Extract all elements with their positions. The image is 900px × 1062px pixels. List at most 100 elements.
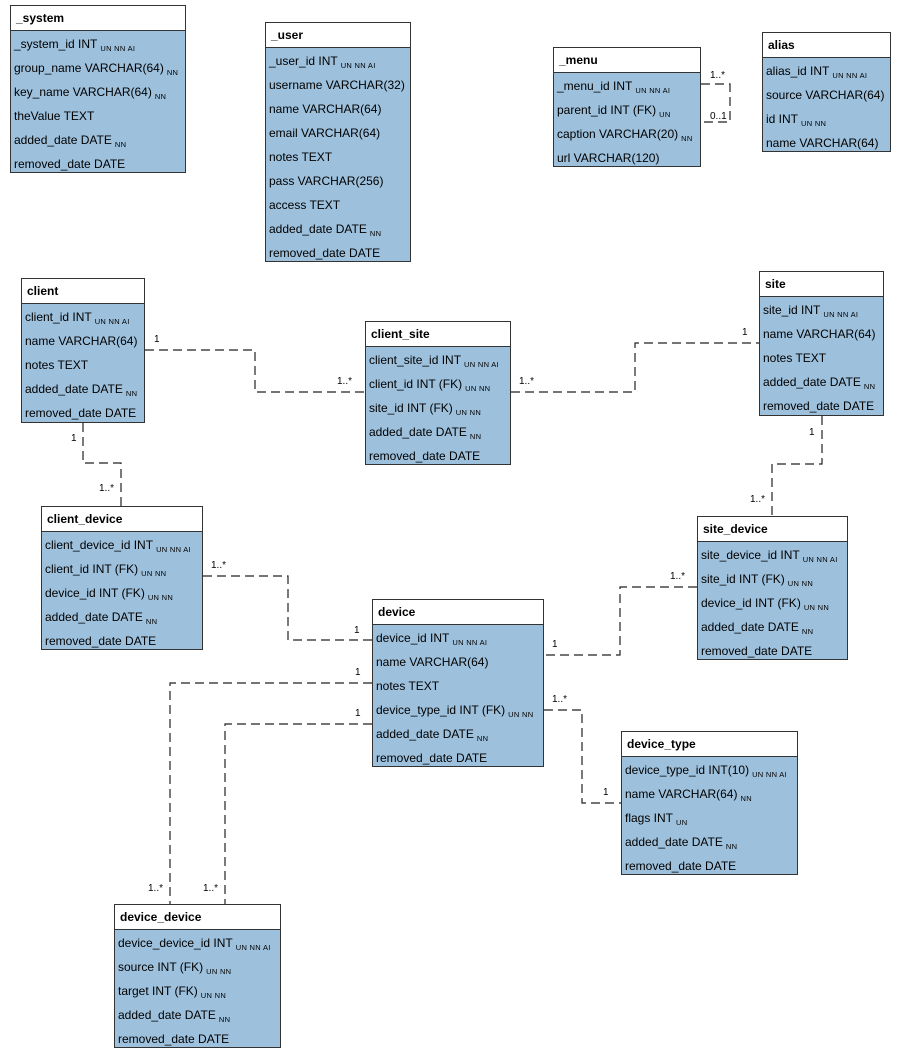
field-row: parent_id INT (FK)UN <box>554 98 700 122</box>
field-flags: UN NN AI <box>340 61 376 70</box>
field-row: device_id INT (FK)UN NN <box>42 581 202 605</box>
field-name: pass VARCHAR(256) <box>269 174 384 188</box>
field-flags: UN NN <box>141 569 167 578</box>
field-name: source INT (FK) <box>118 960 204 974</box>
field-row: access TEXT <box>266 193 410 217</box>
field-name: client_device_id INT <box>45 538 154 552</box>
rel-line-client-device-device <box>203 575 372 641</box>
field-row: removed_date DATE <box>698 639 847 663</box>
field-name: caption VARCHAR(20) <box>557 127 679 141</box>
field-name: source VARCHAR(64) <box>766 88 885 102</box>
entity-title: _menu <box>554 48 700 73</box>
field-name: site_id INT (FK) <box>701 572 785 586</box>
field-row: notes TEXT <box>760 346 883 370</box>
field-row: removed_date DATE <box>11 152 185 176</box>
field-row: pass VARCHAR(256) <box>266 169 410 193</box>
field-name: client_id INT (FK) <box>45 562 139 576</box>
field-flags: UN NN AI <box>100 44 136 53</box>
field-name: name VARCHAR(64) <box>376 655 489 669</box>
field-name: group_name VARCHAR(64) <box>14 61 164 75</box>
field-flags: NN <box>469 432 482 441</box>
field-name: client_id INT (FK) <box>369 377 463 391</box>
field-row: site_id INT (FK)UN NN <box>698 567 847 591</box>
entity-title: client_device <box>42 507 202 532</box>
field-flags: UN NN <box>455 408 482 417</box>
rel-label-device-device-type-to: 1 <box>603 787 609 798</box>
field-flags: UN <box>659 110 671 119</box>
field-row: notes TEXT <box>373 674 543 698</box>
field-row: client_id INT (FK)UN NN <box>366 372 510 396</box>
field-name: added_date DATE <box>269 222 367 236</box>
field-row: name VARCHAR(64) <box>266 97 410 121</box>
rel-label-menu-self-to: 0..1 <box>710 111 727 122</box>
rel-label-device-dd-target-from: 1 <box>355 708 361 719</box>
rel-label-client-device-device-to: 1 <box>354 625 360 636</box>
field-flags: UN NN AI <box>452 638 488 647</box>
rel-label-menu-self-from: 1..* <box>710 70 725 81</box>
field-row: removed_date DATE <box>266 241 410 265</box>
rel-label-client-client-site-from: 1 <box>154 334 160 345</box>
field-row: site_id INT (FK)UN NN <box>366 396 510 420</box>
field-name: name VARCHAR(64) <box>763 327 876 341</box>
field-flags: UN NN <box>147 593 174 602</box>
field-row: device_type_id INT (FK)UN NN <box>373 698 543 722</box>
field-flags: UN NN AI <box>464 360 499 369</box>
field-row: removed_date DATE <box>373 746 543 770</box>
field-name: device_device_id INT <box>118 936 233 950</box>
rel-label-device-dd-target-to: 1..* <box>203 883 218 894</box>
field-flags: NN <box>740 794 752 803</box>
field-flags: NN <box>218 1015 231 1024</box>
field-name: alias_id INT <box>766 64 830 78</box>
field-flags: UN NN <box>200 991 227 1000</box>
field-flags: NN <box>114 140 127 149</box>
field-flags: NN <box>801 627 814 636</box>
field-flags: UN NN AI <box>832 71 868 80</box>
rel-line-device-dd-source <box>169 682 372 905</box>
field-flags: UN NN AI <box>156 545 191 554</box>
field-name: removed_date DATE <box>118 1032 230 1046</box>
field-row: group_name VARCHAR(64)NN <box>11 56 185 80</box>
field-row: removed_date DATE <box>760 394 883 418</box>
field-name: username VARCHAR(32) <box>269 78 405 92</box>
rel-label-client-site-site-to: 1 <box>742 327 748 338</box>
field-name: email VARCHAR(64) <box>269 126 381 140</box>
entity-title: alias <box>763 33 890 58</box>
field-row: removed_date DATE <box>622 854 797 878</box>
entity-title: _user <box>266 23 410 48</box>
field-name: added_date DATE <box>763 375 861 389</box>
field-flags: UN NN AI <box>635 86 671 95</box>
rel-label-client-site-site-from: 1..* <box>519 376 534 387</box>
field-row: removed_date DATE <box>42 629 202 653</box>
field-name: name VARCHAR(64) <box>766 136 879 150</box>
field-flags: NN <box>725 842 738 851</box>
entity-device-type[interactable]: device_type device_type_id INT(10)UN NN … <box>621 731 798 875</box>
field-name: name VARCHAR(64) <box>625 787 738 801</box>
field-flags: UN NN <box>465 384 491 393</box>
field-flags: UN <box>676 818 688 827</box>
rel-label-device-dd-source-to: 1..* <box>148 883 163 894</box>
